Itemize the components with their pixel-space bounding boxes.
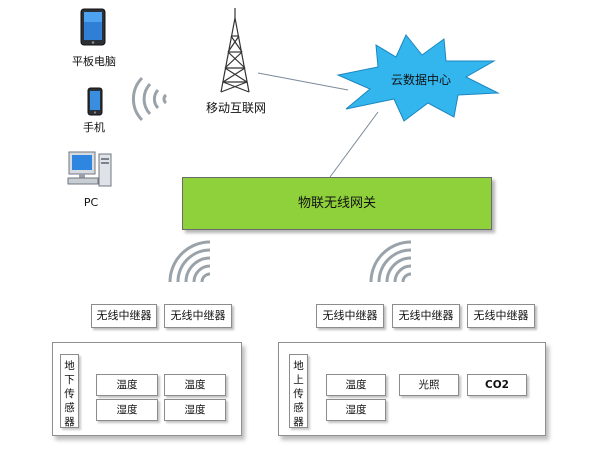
relay-right-1: 无线中继器 [316, 304, 384, 328]
aboveground-cell-humidity: 湿度 [326, 399, 386, 421]
underground-cell-humidity-2: 湿度 [164, 399, 226, 421]
cloud-label: 云数据中心 [390, 73, 451, 87]
underground-sensor-title: 地 下 传 感 器 [60, 354, 79, 428]
phone-label: 手机 [83, 121, 105, 134]
tablet-label: 平板电脑 [72, 55, 116, 68]
tower-icon [220, 8, 250, 93]
device-wifi-icon [131, 76, 168, 122]
underground-cell-humidity-1: 湿度 [96, 399, 158, 421]
left-wifi-icon [168, 240, 211, 283]
cloud-to-gateway-line [329, 111, 379, 178]
aboveground-cell-temp: 温度 [326, 374, 386, 396]
cloud-data-center-icon [336, 34, 500, 122]
pc-icon [67, 151, 112, 187]
right-wifi-icon [369, 240, 412, 283]
aboveground-sensor-title: 地 上 传 感 器 [289, 354, 308, 428]
iot-gateway: 物联无线网关 [182, 177, 492, 230]
aboveground-sensor-title-text: 地 上 传 感 器 [293, 360, 304, 428]
pc-label: PC [83, 196, 99, 209]
tower-label: 移动互联网 [205, 101, 266, 115]
aboveground-cell-co2: CO2 [467, 374, 527, 396]
underground-cell-temp-1: 温度 [96, 374, 158, 396]
phone-icon [87, 87, 103, 116]
relay-left-1: 无线中继器 [91, 304, 157, 328]
relay-right-3: 无线中继器 [467, 304, 535, 328]
tablet-icon [80, 8, 106, 46]
relay-left-2: 无线中继器 [164, 304, 232, 328]
relay-right-2: 无线中继器 [392, 304, 460, 328]
tower-to-cloud-line [257, 72, 349, 91]
underground-sensor-title-text: 地 下 传 感 器 [64, 360, 75, 428]
aboveground-cell-light: 光照 [399, 374, 459, 396]
underground-cell-temp-2: 温度 [164, 374, 226, 396]
